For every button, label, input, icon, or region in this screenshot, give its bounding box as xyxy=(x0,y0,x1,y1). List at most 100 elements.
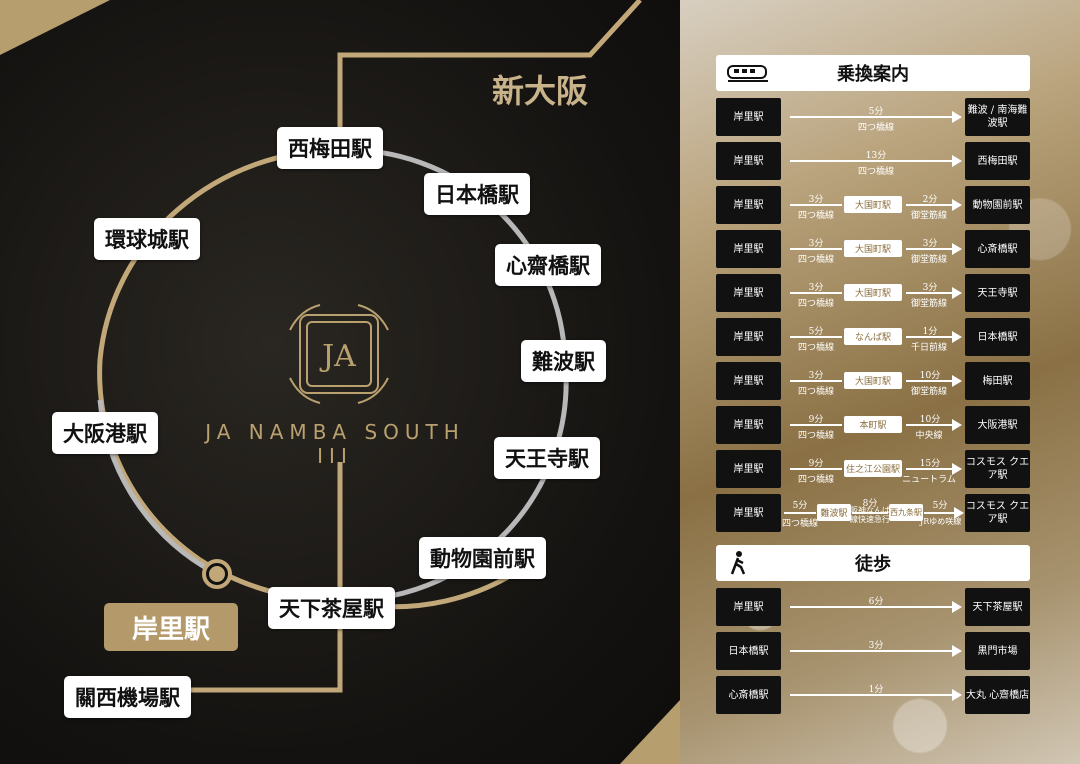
segment1-line: 四つ橋線 xyxy=(797,431,834,441)
route-time: 13分 xyxy=(865,151,887,161)
arrow-icon xyxy=(952,689,962,701)
station-osakako[interactable]: 大阪港駅 xyxy=(52,412,158,454)
segment1-time: 3分 xyxy=(808,371,824,381)
origin-station: 岸里駅 xyxy=(716,450,781,488)
segment2-time: 10分 xyxy=(919,371,941,381)
corner-accent xyxy=(620,700,680,764)
route-line xyxy=(790,116,954,118)
walk-time: 1分 xyxy=(868,685,884,695)
transfer-station: 大国町駅 xyxy=(844,240,902,257)
walking-person-icon xyxy=(730,551,746,575)
segment1-time: 5分 xyxy=(808,327,824,337)
origin-station: 岸里駅 xyxy=(716,186,781,224)
station-namba[interactable]: 難波駅 xyxy=(521,340,606,382)
segment1-time: 3分 xyxy=(808,195,824,205)
segment2-time: 10分 xyxy=(919,415,941,425)
transfer-station: 大国町駅 xyxy=(844,372,902,389)
segment1-time: 9分 xyxy=(808,459,824,469)
station-nishi-umeda[interactable]: 西梅田駅 xyxy=(277,127,383,169)
route-line xyxy=(790,248,842,250)
segment1-time: 5分 xyxy=(792,501,808,511)
station-kansai-airport[interactable]: 關西機場駅 xyxy=(64,676,191,718)
route-line xyxy=(790,160,954,162)
segment2-line: ニュートラム xyxy=(902,475,956,485)
shin-osaka-label: 新大阪 xyxy=(492,72,589,110)
gold-line xyxy=(97,147,341,563)
destination-station: 動物園前駅 xyxy=(965,186,1030,224)
origin-station: 岸里駅 xyxy=(716,142,781,180)
origin-station: 岸里駅 xyxy=(716,494,781,532)
segment2-time: 3分 xyxy=(922,239,938,249)
origin-place: 岸里駅 xyxy=(716,588,781,626)
rail-map: JA xyxy=(0,0,680,764)
segment1-time: 3分 xyxy=(808,239,824,249)
route-line xyxy=(790,694,954,696)
segment1-time: 9分 xyxy=(808,415,824,425)
origin-station: 岸里駅 xyxy=(716,362,781,400)
origin-station: 岸里駅 xyxy=(716,274,781,312)
route-line xyxy=(790,424,842,426)
station-dobutsuen[interactable]: 動物園前駅 xyxy=(419,537,546,579)
arrow-icon xyxy=(952,645,962,657)
corner-accent xyxy=(0,0,110,55)
gold-line-north xyxy=(337,0,642,150)
destination-station: 難波 / 南海難波駅 xyxy=(965,98,1030,136)
station-tengachaya[interactable]: 天下茶屋駅 xyxy=(268,587,395,629)
walk-route-row[interactable]: 心斎橋駅 大丸 心齋橋店 1分 xyxy=(716,676,1030,714)
logo-emblem xyxy=(289,304,389,404)
segment1-line: 四つ橋線 xyxy=(797,387,834,397)
segment2-time: 8分 xyxy=(862,499,878,509)
station-nipponbashi[interactable]: 日本橋駅 xyxy=(424,173,530,215)
arrow-icon xyxy=(952,287,962,299)
origin-station: 岸里駅 xyxy=(716,230,781,268)
origin-place: 心斎橋駅 xyxy=(716,676,781,714)
route-line xyxy=(906,424,954,426)
transfer-route-row[interactable]: 岸里駅 梅田駅 3分四つ橋線大国町駅 10分御堂筋線 xyxy=(716,362,1030,400)
station-shinsaibashi[interactable]: 心齋橋駅 xyxy=(495,244,601,286)
station-tennoji[interactable]: 天王寺駅 xyxy=(494,437,600,479)
route-line xyxy=(790,380,842,382)
route-line xyxy=(906,380,954,382)
segment2-line: 御堂筋線 xyxy=(910,387,947,397)
transfer-route-row[interactable]: 岸里駅 心斎橋駅 3分四つ橋線大国町駅 3分御堂筋線 xyxy=(716,230,1030,268)
destination-station: 心斎橋駅 xyxy=(965,230,1030,268)
route-line xyxy=(790,650,954,652)
segment2-line: 御堂筋線 xyxy=(910,299,947,309)
segment1-line: 四つ橋線 xyxy=(797,255,834,265)
arrow-icon xyxy=(952,375,962,387)
segment2-line: 阪神なんば線快速急行 xyxy=(850,506,890,524)
walk-time: 3分 xyxy=(868,641,884,651)
transfer-header: 乗換案内 xyxy=(716,55,1030,91)
station-kankyujo[interactable]: 環球城駅 xyxy=(94,218,200,260)
segment2-line: 御堂筋線 xyxy=(910,211,947,221)
destination-place: 大丸 心齋橋店 xyxy=(965,676,1030,714)
segment2-line: 御堂筋線 xyxy=(910,255,947,265)
destination-station: 梅田駅 xyxy=(965,362,1030,400)
segment1-line: 四つ橋線 xyxy=(797,211,834,221)
gold-line-airport xyxy=(190,462,343,693)
walk-title: 徒歩 xyxy=(855,554,891,575)
transfer-station: なんば駅 xyxy=(844,328,902,345)
transfer-title: 乗換案内 xyxy=(837,64,909,85)
route-line xyxy=(784,512,816,514)
destination-station: 日本橋駅 xyxy=(965,318,1030,356)
destination-station: コスモス クエア駅 xyxy=(965,494,1030,532)
route-line-name: 四つ橋線 xyxy=(857,167,894,177)
origin-station: 岸里駅 xyxy=(716,98,781,136)
segment1-line: 四つ橋線 xyxy=(797,299,834,309)
segment1-time: 3分 xyxy=(808,283,824,293)
destination-place: 天下茶屋駅 xyxy=(965,588,1030,626)
arrow-icon xyxy=(952,601,962,613)
transfer-station: 大国町駅 xyxy=(844,284,902,301)
route-line xyxy=(790,606,954,608)
